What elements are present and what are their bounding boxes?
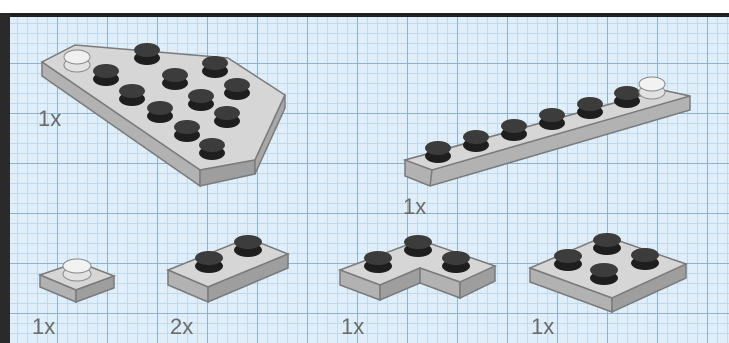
single-plate-part	[40, 259, 114, 302]
square-plate-part	[530, 233, 686, 312]
small-plate-quantity: 2x	[170, 316, 193, 338]
wedge-plate-part	[42, 43, 285, 186]
long-plate-part	[405, 77, 690, 186]
corner-plate-quantity: 1x	[341, 316, 364, 338]
wedge-plate-quantity: 1x	[38, 108, 61, 130]
corner-plate-part	[340, 235, 495, 300]
long-plate-quantity: 1x	[403, 196, 426, 218]
small-plate-part	[168, 235, 288, 302]
single-plate-quantity: 1x	[32, 316, 55, 338]
square-plate-quantity: 1x	[531, 316, 554, 338]
